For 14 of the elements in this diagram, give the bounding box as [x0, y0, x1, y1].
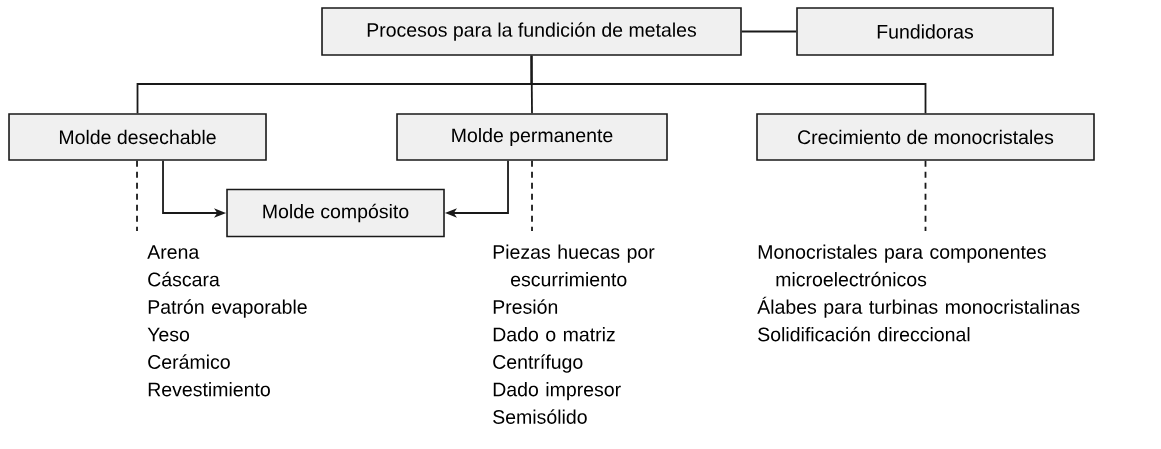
connector	[531, 159, 533, 232]
text-list: Arena Cáscara Patrón evaporable Yeso Cerámico Revestimiento	[147, 245, 307, 397]
connector	[136, 159, 138, 232]
connector	[740, 30, 798, 33]
category-box: Fundidoras	[796, 7, 1054, 56]
category-box: Molde compósito	[226, 188, 445, 238]
category-box: Crecimiento de monocristales	[756, 113, 1095, 161]
text-list: Piezas huecas por escurrimiento Presión Dado o matriz Centrífugo Dado impresor Semisólido	[493, 244, 655, 424]
connector	[924, 159, 927, 232]
text-list: Monocristales para componentes microelectrónicos Álabes para turbinas monocristalinas Solidificación direccional	[757, 244, 1080, 342]
category-box: Procesos para la fundición de metales	[321, 7, 742, 56]
connector	[530, 54, 927, 115]
category-box: Molde permanente	[396, 113, 668, 161]
category-box: Molde desechable	[8, 113, 267, 161]
